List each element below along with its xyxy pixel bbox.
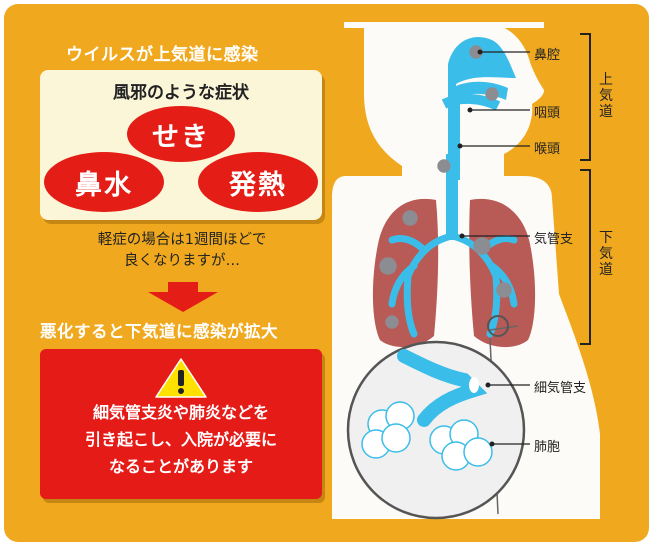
label-bronchiole: 細気管支 [534,381,587,396]
warning-icon [155,358,207,398]
label-bronchi: 気管支 [534,232,574,247]
virus-icons [379,45,512,329]
nasal-cavity-shape [448,37,516,90]
label-alveoli: 肺胞 [534,440,561,455]
label-leaders [460,51,530,445]
respiratory-anatomy-diagram [332,22,600,520]
infographic-panel: ウイルスが上気道に感染 風邪のような症状 せき 鼻水 発熱 軽症の場合は1週間ほ… [4,4,649,542]
warning-line-1: 細気管支炎や肺炎などを [92,403,269,422]
symptom-cough: せき [127,106,235,162]
mild-note-line-2: 良くなりますが… [124,253,240,269]
symptom-fever: 発熱 [198,152,318,212]
label-pharynx: 咽頭 [534,106,561,121]
mild-note-line-1: 軽症の場合は1週間ほどで [97,232,267,248]
alveoli-clusters [361,401,493,471]
label-upper-airway: 上気道 [599,72,613,120]
mild-case-note: 軽症の場合は1週間ほどで 良くなりますが… [64,230,300,272]
label-larynx: 喉頭 [534,142,561,157]
label-lower-airway: 下気道 [599,230,613,278]
symptom-title: 風邪のような症状 [113,83,249,103]
warning-box: 細気管支炎や肺炎などを 引き起こし、入院が必要に なることがあります [40,349,322,499]
upper-airway-bracket [580,33,591,161]
label-nasal-cavity: 鼻腔 [534,48,561,63]
bronchiole-tube [397,349,488,427]
lower-airway-bracket [580,169,591,345]
trachea [446,154,458,238]
down-arrow-icon [148,282,218,312]
symptom-runny-nose: 鼻水 [44,152,164,212]
worsen-heading: 悪化すると下気道に感染が拡大 [40,322,278,341]
page-title: ウイルスが上気道に感染 [66,45,259,65]
warning-line-2: 引き起こし、入院が必要に [84,430,277,449]
warning-text: 細気管支炎や肺炎などを 引き起こし、入院が必要に なることがあります [40,399,322,480]
warning-line-3: なることがあります [108,457,253,476]
label-leader-dots [457,49,495,447]
zoom-lens-small [487,315,509,337]
mouth-airway [441,94,501,111]
symptom-box: 風邪のような症状 せき 鼻水 発熱 [40,70,322,220]
